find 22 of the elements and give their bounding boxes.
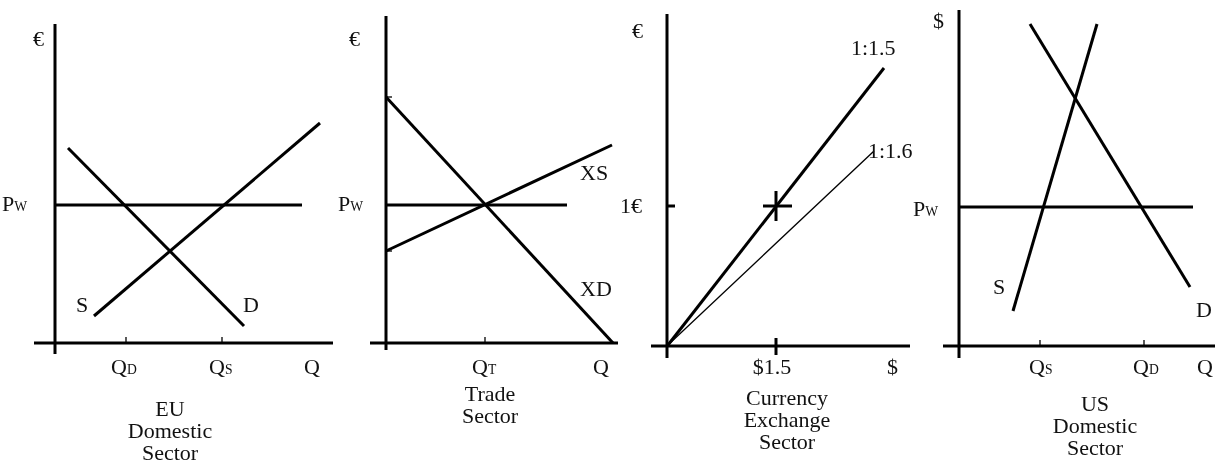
panel-caption: US Domestic Sector bbox=[1051, 393, 1139, 459]
axis-label: Q bbox=[1197, 356, 1213, 378]
axis-label: € bbox=[632, 20, 643, 42]
panel-caption: Currency Exchange Sector bbox=[742, 387, 832, 453]
axis-label: Q bbox=[593, 356, 609, 378]
curve-label: D bbox=[243, 294, 259, 316]
curve-label: 1:1.5 bbox=[851, 37, 896, 59]
axis-label: € bbox=[33, 28, 44, 50]
axis-label: $ bbox=[887, 356, 898, 378]
curve-label: D bbox=[1196, 299, 1212, 321]
curve-label: XD bbox=[580, 278, 612, 300]
curve-label: 1:1.6 bbox=[868, 140, 913, 162]
curve-label: XS bbox=[580, 162, 609, 184]
curve-label: S bbox=[993, 276, 1006, 298]
tick-label: 1€ bbox=[620, 195, 642, 217]
tick-label: $1.5 bbox=[752, 356, 792, 378]
panel-caption: EU Domestic Sector bbox=[126, 398, 214, 464]
curve-label: S bbox=[76, 294, 89, 316]
axis-label: $ bbox=[933, 10, 944, 32]
axis-label: € bbox=[349, 28, 360, 50]
axis-label: Q bbox=[304, 356, 320, 378]
panel-caption: Trade Sector bbox=[460, 383, 520, 427]
